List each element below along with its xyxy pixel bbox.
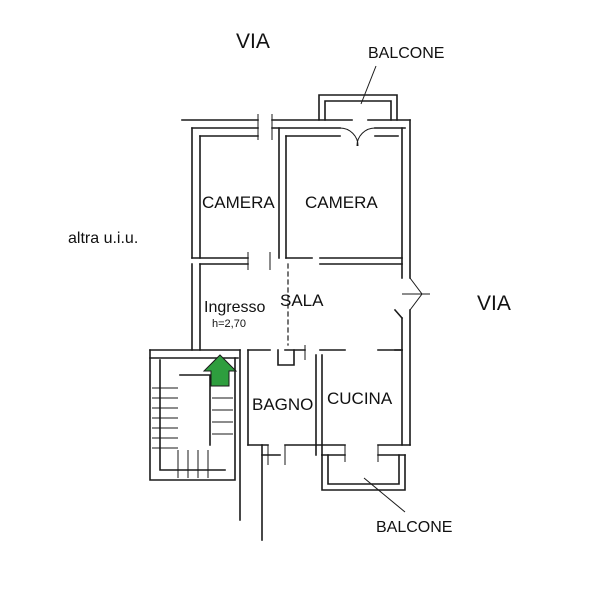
balcony-bottom-label: BALCONE (376, 519, 452, 536)
stair-outline (149, 349, 236, 481)
bath-kitchen-partition (315, 354, 323, 456)
street-top-label: VIA (236, 30, 270, 53)
stair-treads (152, 387, 233, 478)
door-swing (356, 127, 376, 147)
ingresso-left-wall (191, 263, 201, 351)
ingresso-bottom (149, 349, 241, 359)
other-unit-label: altra u.i.u. (68, 230, 138, 247)
room-cucina: CUCINA (327, 389, 393, 408)
room-camera-left: CAMERA (202, 193, 275, 212)
stair-core (179, 374, 211, 446)
balcony-bottom-inner (327, 454, 400, 485)
room-ingresso: Ingresso (204, 299, 265, 316)
balcony-top-inner (324, 100, 392, 121)
door-swings (247, 114, 430, 465)
balcony-top-pointer (360, 65, 377, 105)
room-camera-right: CAMERA (305, 193, 378, 212)
bottom-wall (247, 444, 411, 456)
bath-left-wall (239, 349, 249, 521)
left-wall-upper (191, 127, 201, 259)
ingresso-height: h=2,70 (212, 318, 246, 330)
entrance-arrow-icon (202, 354, 238, 387)
balcony-bottom-outline (321, 454, 406, 491)
room-bagno: BAGNO (252, 395, 313, 414)
bedroom-partition (278, 127, 287, 259)
balcony-bottom-pointer (363, 477, 406, 513)
balcony-top-label: BALCONE (368, 45, 444, 62)
street-right-label: VIA (477, 292, 511, 315)
door-swing (339, 127, 359, 147)
sala-top-wall (191, 257, 403, 265)
balcony-top-outline (318, 94, 398, 121)
room-sala: SALA (280, 291, 324, 310)
right-wall (401, 119, 411, 446)
right-wall-step (393, 308, 404, 351)
bath-nub (277, 349, 295, 366)
pointers (360, 65, 406, 513)
walls (149, 94, 411, 541)
